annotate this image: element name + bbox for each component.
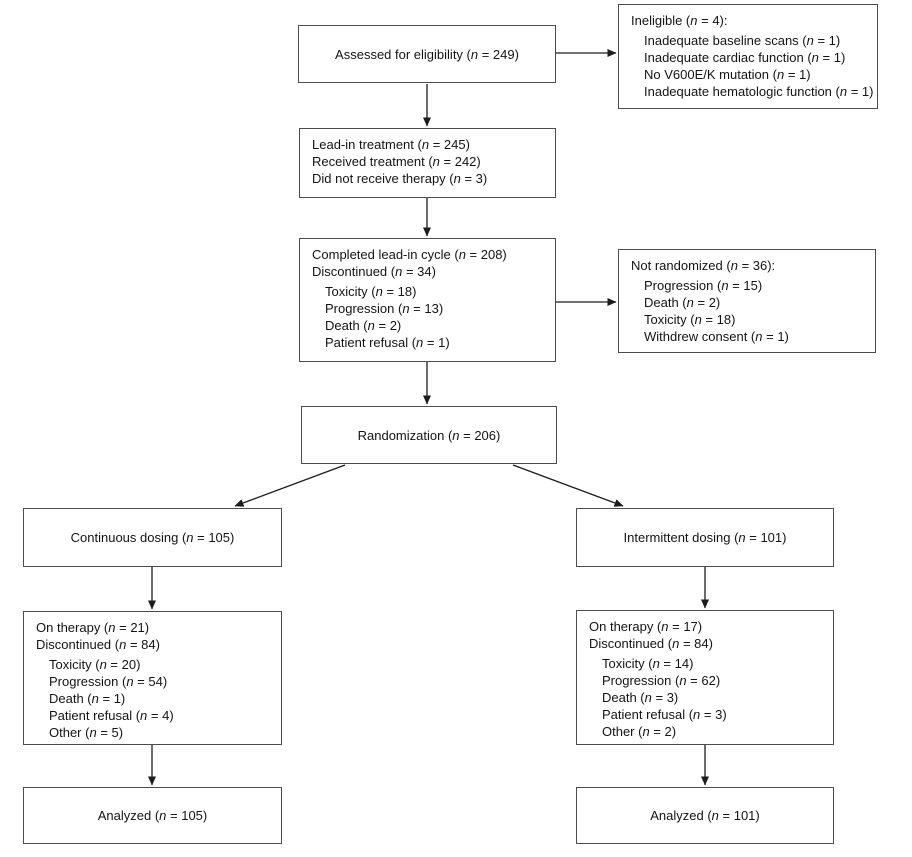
- box-text-line: Death (n = 3): [602, 690, 679, 705]
- box-text-line: Continuous dosing (n = 105): [70, 530, 235, 545]
- flow-box-intermittent-dosing: Intermittent dosing (n = 101): [576, 508, 834, 567]
- box-text-line: Inadequate hematologic function (n = 1): [644, 84, 874, 99]
- box-text-line: Toxicity (n = 14): [602, 656, 694, 671]
- box-text-line: Patient refusal (n = 4): [49, 708, 174, 723]
- box-text-line: Withdrew consent (n = 1): [644, 329, 789, 344]
- box-text-line: Lead-in treatment (n = 245): [312, 137, 470, 152]
- box-text-line: Analyzed (n = 105): [97, 808, 208, 823]
- box-text-line: No V600E/K mutation (n = 1): [644, 67, 811, 82]
- flow-box-completed-lead-in-cycle: Completed lead-in cycle (n = 208) Discont…: [299, 238, 556, 362]
- flow-box-assessed-for-eligibility: Assessed for eligibility (n = 249): [298, 25, 556, 83]
- box-text-line: Progression (n = 13): [325, 301, 444, 316]
- box-text-line: Did not receive therapy (n = 3): [312, 171, 488, 186]
- box-text-line: Inadequate baseline scans (n = 1): [644, 33, 841, 48]
- flow-box-analyzed-intermittent: Analyzed (n = 101): [576, 787, 834, 844]
- flow-box-not-randomized: Not randomized (n = 36): Progression (n =…: [618, 249, 876, 353]
- box-text-line: Not randomized (n = 36):: [631, 258, 776, 273]
- box-text-line: Other (n = 2): [602, 724, 677, 739]
- box-text-line: Progression (n = 15): [644, 278, 763, 293]
- box-text-line: Toxicity (n = 20): [49, 657, 141, 672]
- box-text-line: Death (n = 1): [49, 691, 126, 706]
- box-text-line: On therapy (n = 17): [589, 619, 703, 634]
- box-text-line: Other (n = 5): [49, 725, 124, 740]
- box-text-line: Analyzed (n = 101): [650, 808, 760, 823]
- flow-box-on-therapy-intermittent: On therapy (n = 17) Discontinued (n = 84)…: [576, 610, 834, 745]
- box-text-line: Discontinued (n = 34): [312, 264, 436, 279]
- box-text-line: On therapy (n = 21): [36, 620, 150, 635]
- flow-box-lead-in-treatment: Lead-in treatment (n = 245) Received trea…: [299, 128, 556, 198]
- arrow-randomization-to-continuous: [234, 464, 346, 507]
- box-text-line: Discontinued (n = 84): [589, 636, 713, 651]
- flow-box-analyzed-continuous: Analyzed (n = 105): [23, 787, 282, 844]
- flow-box-continuous-dosing: Continuous dosing (n = 105): [23, 508, 282, 567]
- box-text-line: Toxicity (n = 18): [325, 284, 417, 299]
- box-text-line: Intermittent dosing (n = 101): [623, 530, 787, 545]
- box-text-line: Received treatment (n = 242): [312, 154, 481, 169]
- box-text-line: Death (n = 2): [325, 318, 402, 333]
- box-text-line: Patient refusal (n = 3): [602, 707, 727, 722]
- box-text-line: Ineligible (n = 4):: [631, 13, 728, 28]
- box-text-line: Patient refusal (n = 1): [325, 335, 450, 350]
- box-text-line: Assessed for eligibility (n = 249): [335, 46, 519, 62]
- box-text-line: Randomization (n = 206): [357, 427, 501, 443]
- flow-box-on-therapy-continuous: On therapy (n = 21) Discontinued (n = 84)…: [23, 611, 282, 745]
- box-text-line: Progression (n = 54): [49, 674, 168, 689]
- box-text-line: Completed lead-in cycle (n = 208): [312, 247, 507, 262]
- arrow-randomization-to-intermittent: [512, 464, 624, 507]
- box-text-line: Toxicity (n = 18): [644, 312, 736, 327]
- flow-box-randomization: Randomization (n = 206): [301, 406, 557, 464]
- flow-box-ineligible: Ineligible (n = 4): Inadequate baseline s…: [618, 4, 878, 109]
- box-text-line: Inadequate cardiac function (n = 1): [644, 50, 846, 65]
- box-text-line: Death (n = 2): [644, 295, 721, 310]
- box-text-line: Progression (n = 62): [602, 673, 721, 688]
- box-text-line: Discontinued (n = 84): [36, 637, 160, 652]
